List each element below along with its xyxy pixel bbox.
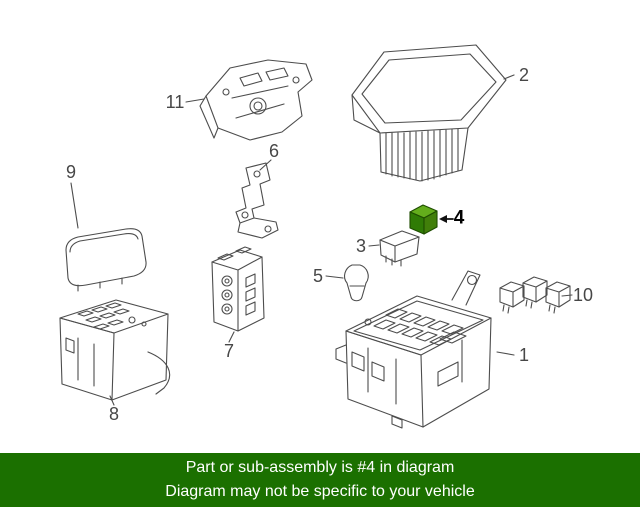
- callout-11[interactable]: 11: [165, 92, 185, 112]
- part-11-module: [199, 59, 313, 141]
- banner-line-1: Part or sub-assembly is #4 in diagram: [185, 459, 455, 476]
- part-10-relays: [499, 276, 571, 314]
- callout-2[interactable]: 2: [518, 65, 530, 85]
- callout-4[interactable]: 4: [453, 207, 465, 229]
- callout-10[interactable]: 10: [572, 285, 594, 305]
- notice-banner: Part or sub-assembly is #4 in diagram Di…: [0, 453, 640, 507]
- part-1-fusebox: [335, 270, 492, 429]
- banner-line-2: Diagram may not be specific to your vehi…: [165, 483, 475, 500]
- callout-9[interactable]: 9: [65, 162, 77, 182]
- callout-8[interactable]: 8: [108, 404, 120, 424]
- callout-4-arrow: [439, 215, 454, 223]
- callout-5[interactable]: 5: [312, 266, 324, 286]
- part-4-side-face: [423, 210, 438, 235]
- part-4-relay-highlighted[interactable]: [409, 204, 438, 235]
- leader-lines: [70, 74, 573, 406]
- callout-3[interactable]: 3: [355, 236, 367, 256]
- callout-1[interactable]: 1: [518, 345, 530, 365]
- part-6-bracket: [235, 162, 279, 239]
- part-2-cover: [351, 44, 507, 182]
- part-8-fusebox: [59, 299, 171, 401]
- callout-7[interactable]: 7: [223, 341, 235, 361]
- callout-6[interactable]: 6: [268, 141, 280, 161]
- part-7-terminal: [211, 246, 265, 332]
- part-9-cover: [65, 228, 147, 292]
- part-3-relay: [379, 230, 420, 267]
- part-5-pin: [343, 264, 369, 302]
